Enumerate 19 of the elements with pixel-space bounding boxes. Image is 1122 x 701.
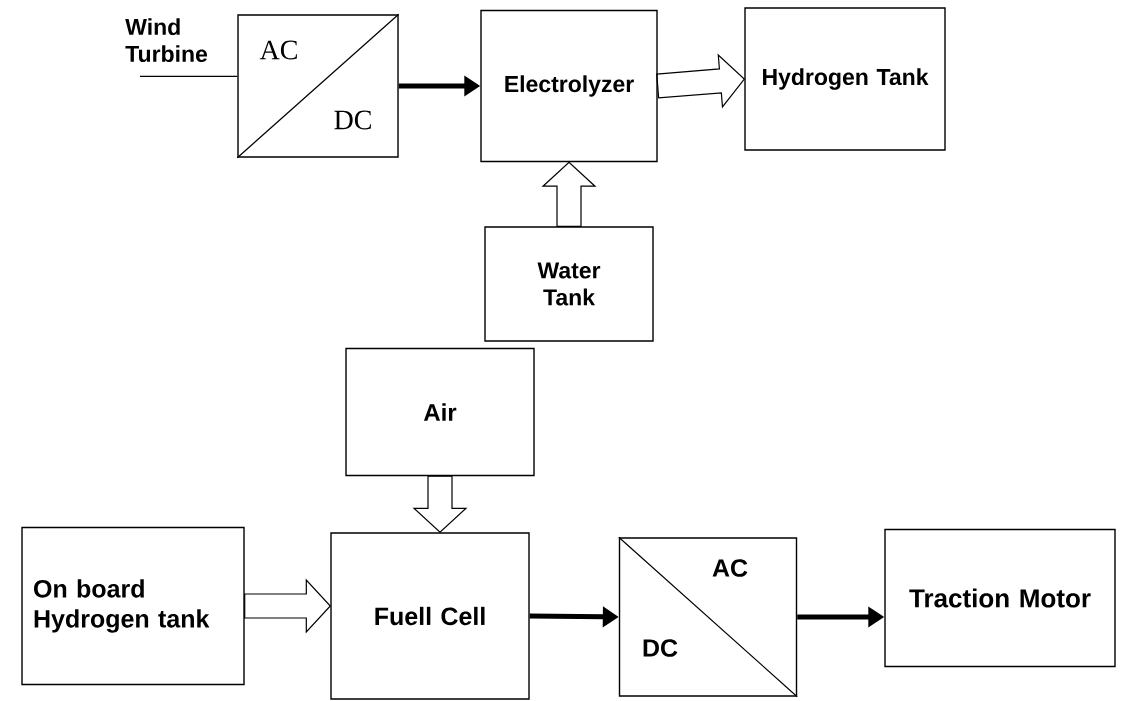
process-box: On board Hydrogen tank xyxy=(21,526,245,686)
connector-line xyxy=(139,75,238,77)
block-arrow xyxy=(656,53,746,109)
converter-box xyxy=(236,13,400,159)
converter-label: DC xyxy=(643,639,678,657)
block-arrow xyxy=(412,475,468,534)
process-box: Water Tank xyxy=(484,226,654,342)
process-box: Hydrogen Tank xyxy=(744,7,946,151)
block-arrow xyxy=(541,161,597,227)
process-box: Air xyxy=(345,347,535,477)
block-arrow xyxy=(244,578,332,634)
converter-label: DC xyxy=(334,110,371,130)
converter-box xyxy=(618,536,798,698)
converter-label: AC xyxy=(712,559,748,577)
label-text: Wind Turbine xyxy=(125,18,208,63)
converter-label: AC xyxy=(259,40,297,60)
process-box: Fuell Cell xyxy=(330,532,530,700)
process-box: Traction Motor xyxy=(884,528,1116,668)
process-box: Electrolyzer xyxy=(480,9,658,163)
